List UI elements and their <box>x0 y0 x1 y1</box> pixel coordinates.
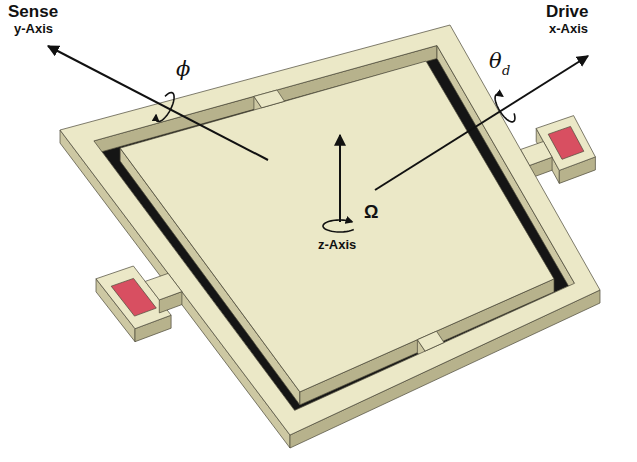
drive-anchor-pad <box>548 126 584 159</box>
gimbal-frame-top <box>60 25 600 435</box>
frame-gap <box>94 46 575 411</box>
axis-label: z-Axis <box>318 238 356 252</box>
axis-title: Sense <box>8 3 58 22</box>
axis-arrow <box>48 46 268 160</box>
axis-arrow <box>339 135 341 222</box>
torsion-beam-top <box>145 273 182 300</box>
rotation-arrow <box>491 92 517 125</box>
angle-symbol: ϕ <box>176 58 190 81</box>
proof-plate-top <box>120 61 554 392</box>
axis-label: y-Axis <box>14 22 53 36</box>
axis-arrows <box>48 46 588 232</box>
axis-title: Drive <box>546 3 589 22</box>
axis-label: x-Axis <box>549 22 588 36</box>
angle-symbol: θ <box>489 50 502 73</box>
rotation-arrow <box>323 220 354 232</box>
sense-beam-top <box>417 331 444 351</box>
angle-subscript: d <box>502 64 510 78</box>
device-body <box>60 25 600 448</box>
rate-symbol: Ω <box>364 203 378 223</box>
sense-beam-top <box>254 90 285 108</box>
rotation-arrow <box>153 91 177 124</box>
axis-arrow <box>375 56 588 190</box>
